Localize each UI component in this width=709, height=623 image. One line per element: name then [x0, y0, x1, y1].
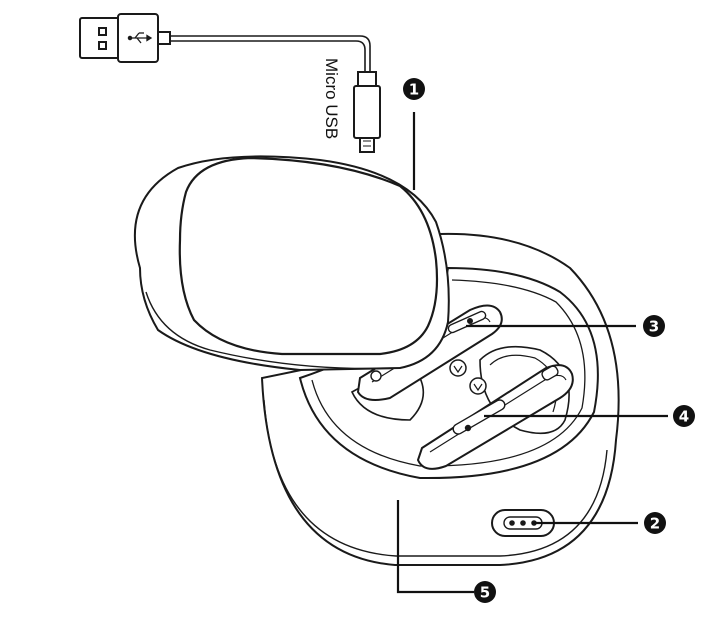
callout-4-number: 4: [679, 408, 689, 426]
callout-4-badge: 4: [673, 405, 695, 427]
case-buttons: [449, 359, 487, 395]
callout-3-badge: 3: [643, 315, 665, 337]
callout-1-badge: 1: [403, 78, 425, 100]
micro-usb-connector: [353, 85, 381, 139]
callout-2-badge: 2: [644, 512, 666, 534]
callout-5-number: 5: [480, 584, 490, 602]
callout-leaders: [396, 112, 668, 594]
callout-5-leader: [396, 500, 474, 594]
usb-contact-icon: [98, 41, 107, 50]
callout-5-badge: 5: [474, 581, 496, 603]
button-icon: [469, 377, 487, 395]
callout-3-number: 3: [649, 318, 659, 336]
usb-trident-icon: [127, 32, 153, 44]
charging-case-lid: [133, 155, 450, 372]
charging-port: [491, 509, 555, 537]
micro-usb-label: Micro USB: [322, 58, 341, 139]
callout-1-number: 1: [409, 81, 419, 99]
usb-contact-icon: [98, 27, 107, 36]
callout-2-number: 2: [650, 515, 660, 533]
usb-cable: [79, 13, 381, 153]
button-icon: [449, 359, 467, 377]
